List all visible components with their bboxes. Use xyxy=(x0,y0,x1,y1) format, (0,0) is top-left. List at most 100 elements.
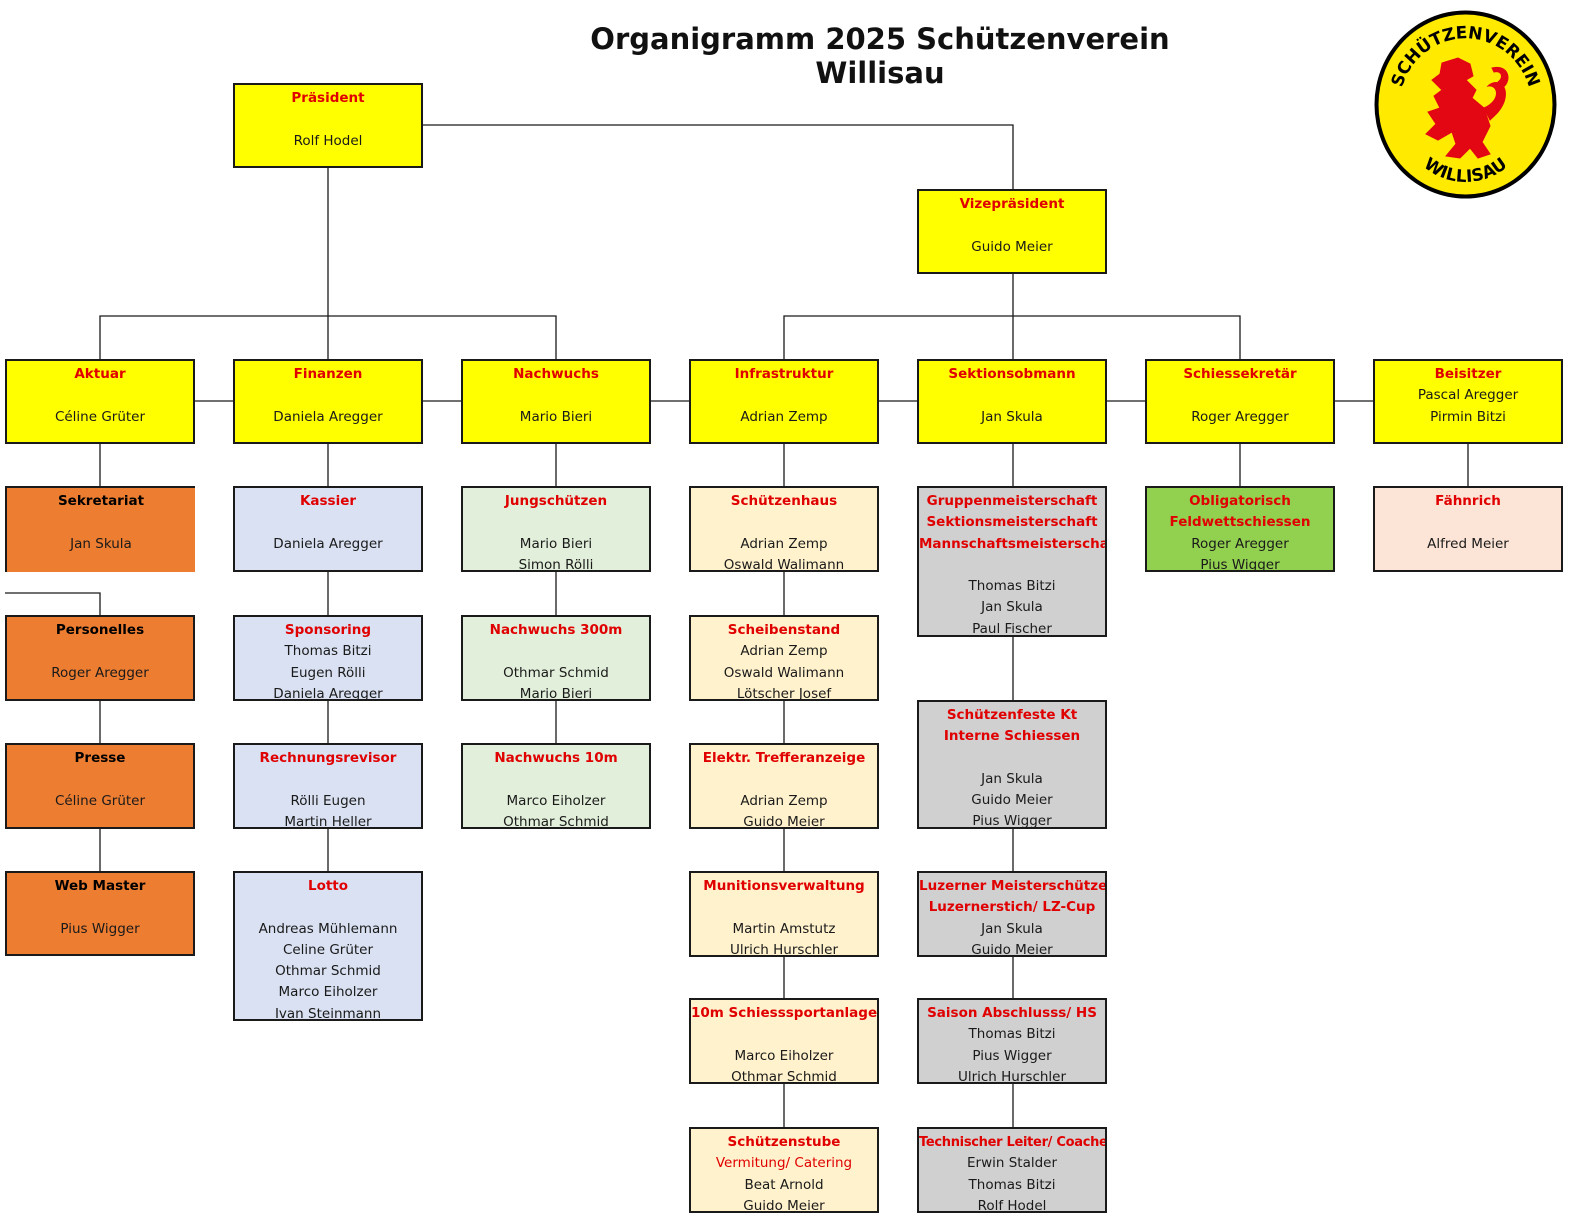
person-name: Guido Meier xyxy=(971,941,1053,957)
person-name: Rolf Hodel xyxy=(293,132,363,149)
role-title: Sponsoring xyxy=(284,622,372,638)
person-name: Guido Meier xyxy=(971,238,1053,255)
role-title: Fähnrich xyxy=(1435,493,1501,509)
box-schiessekretaer: Schiessekretär Roger Aregger xyxy=(1145,359,1335,444)
person-name: Ulrich Hurschler xyxy=(957,1068,1067,1084)
box-sekretariat: Sekretariat Jan Skula xyxy=(5,486,195,572)
person-name: Daniela Aregger xyxy=(273,685,383,701)
person-name: Alfred Meier xyxy=(1427,535,1509,552)
person-name: Othmar Schmid xyxy=(503,664,609,681)
box-munitionsverwaltung: Munitionsverwaltung Martin Amstutz Ulric… xyxy=(689,871,879,957)
person-name: Marco Eiholzer xyxy=(506,792,606,809)
role-title: Luzerner Meisterschütze xyxy=(919,878,1107,894)
role-title: Presse xyxy=(74,750,126,766)
box-meisterschaften: Gruppenmeisterschaft Sektionsmeisterscha… xyxy=(917,486,1107,637)
role-title: Luzernerstich/ LZ-Cup xyxy=(928,899,1096,916)
role-title: Aktuar xyxy=(74,366,126,382)
person-name: Pascal Aregger xyxy=(1417,387,1519,404)
person-name: Daniela Aregger xyxy=(273,408,383,425)
role-title: Präsident xyxy=(291,90,365,106)
role-title: Feldwettschiessen xyxy=(1169,514,1311,531)
role-title: Schützenhaus xyxy=(730,493,838,509)
person-name: Rolf Hodel xyxy=(977,1197,1047,1213)
person-name: Guido Meier xyxy=(971,792,1053,809)
person-name: Eugen Rölli xyxy=(290,664,366,681)
box-elektr-trefferanzeige: Elektr. Trefferanzeige Adrian Zemp Guido… xyxy=(689,743,879,829)
person-name: Pius Wigger xyxy=(1200,556,1280,572)
person-name: Pius Wigger xyxy=(972,1047,1052,1064)
role-subtitle: Vermitung/ Catering xyxy=(715,1155,853,1172)
box-beisitzer: Beisitzer Pascal Aregger Pirmin Bitzi xyxy=(1373,359,1563,444)
role-title: 10m Schiesssportanlage xyxy=(691,1005,878,1021)
person-name: Beat Arnold xyxy=(744,1176,824,1193)
role-title: Rechnungsrevisor xyxy=(259,750,397,766)
box-sektionsobmann: Sektionsobmann Jan Skula xyxy=(917,359,1107,444)
box-schuetzenstube: Schützenstube Vermitung/ Catering Beat A… xyxy=(689,1127,879,1213)
person-name: Rölli Eugen xyxy=(290,792,366,809)
box-scheibenstand: Scheibenstand Adrian Zemp Oswald Waliman… xyxy=(689,615,879,701)
person-name: Adrian Zemp xyxy=(740,643,828,660)
box-luzerner-meisterschuetze: Luzerner Meisterschütze Luzernerstich/ L… xyxy=(917,871,1107,957)
person-name: Mario Bieri xyxy=(519,685,593,701)
role-title: Mannschaftsmeisterschaft xyxy=(919,535,1107,552)
person-name: Erwin Stalder xyxy=(966,1155,1058,1172)
person-name: Simon Rölli xyxy=(518,556,594,572)
box-infrastruktur: Infrastruktur Adrian Zemp xyxy=(689,359,879,444)
role-title: Nachwuchs 300m xyxy=(489,622,623,638)
person-name: Marco Eiholzer xyxy=(734,1047,834,1064)
person-name: Guido Meier xyxy=(743,1197,825,1213)
lion-icon xyxy=(1425,57,1509,159)
person-name: Oswald Walimann xyxy=(723,664,845,681)
person-name: Guido Meier xyxy=(743,813,825,829)
person-name: Lötscher Josef xyxy=(736,685,832,701)
connector-praesident-branch xyxy=(99,315,557,359)
person-name: Mario Bieri xyxy=(519,535,593,552)
role-title: Kassier xyxy=(299,493,357,509)
role-title: Saison Abschlusss/ HS xyxy=(927,1005,1097,1021)
box-faehnrich: Fähnrich Alfred Meier xyxy=(1373,486,1563,572)
box-nachwuchs-10m: Nachwuchs 10m Marco Eiholzer Othmar Schm… xyxy=(461,743,651,829)
person-name: Othmar Schmid xyxy=(731,1068,837,1084)
role-title: Sektionsmeisterschaft xyxy=(926,514,1098,531)
person-name: Thomas Bitzi xyxy=(968,1176,1056,1193)
box-aktuar: Aktuar Céline Grüter xyxy=(5,359,195,444)
role-title: Personelles xyxy=(55,622,145,638)
person-name: Daniela Aregger xyxy=(273,535,383,552)
box-lotto: Lotto Andreas Mühlemann Celine Grüter Ot… xyxy=(233,871,423,1021)
role-title: Scheibenstand xyxy=(727,622,841,638)
box-kassier: Kassier Daniela Aregger xyxy=(233,486,423,572)
person-name: Mario Bieri xyxy=(519,408,593,425)
box-obligatorisch: Obligatorisch Feldwettschiessen Roger Ar… xyxy=(1145,486,1335,572)
person-name: Pius Wigger xyxy=(972,813,1052,829)
box-presse: Presse Céline Grüter xyxy=(5,743,195,829)
person-name: Martin Amstutz xyxy=(732,920,836,937)
person-name: Jan Skula xyxy=(981,408,1043,425)
role-title: Interne Schiessen xyxy=(943,728,1081,745)
person-name: Adrian Zemp xyxy=(740,408,828,425)
person-name: Adrian Zemp xyxy=(740,792,828,809)
person-name: Pius Wigger xyxy=(60,920,140,937)
role-title: Sekretariat xyxy=(57,493,145,509)
role-title: Technischer Leiter/ Coaches xyxy=(919,1135,1107,1150)
box-personelles: Personelles Roger Aregger xyxy=(5,615,195,701)
role-title: Obligatorisch xyxy=(1189,493,1291,509)
box-sponsoring: Sponsoring Thomas Bitzi Eugen Rölli Dani… xyxy=(233,615,423,701)
connector-vize-branch xyxy=(783,315,1241,359)
box-jungschuetzen: Jungschützen Mario Bieri Simon Rölli xyxy=(461,486,651,572)
person-name: Céline Grüter xyxy=(54,792,146,809)
role-title: Munitionsverwaltung xyxy=(703,878,865,894)
role-title: Infrastruktur xyxy=(734,366,834,382)
person-name: Marco Eiholzer xyxy=(278,984,378,1001)
box-vizepraesident: Vizepräsident Guido Meier xyxy=(917,189,1107,274)
person-name: Othmar Schmid xyxy=(275,963,381,980)
box-schuetzenfeste: Schützenfeste Kt Interne Schiessen Jan S… xyxy=(917,700,1107,829)
role-title: Jungschützen xyxy=(504,493,608,509)
person-name: Roger Aregger xyxy=(1191,408,1289,425)
role-title: Gruppenmeisterschaft xyxy=(926,493,1098,509)
box-10m-schiesssportanlage: 10m Schiesssportanlage Marco Eiholzer Ot… xyxy=(689,998,879,1084)
box-webmaster: Web Master Pius Wigger xyxy=(5,871,195,956)
box-schuetzenhaus: Schützenhaus Adrian Zemp Oswald Walimann xyxy=(689,486,879,572)
person-name: Pirmin Bitzi xyxy=(1430,408,1506,425)
person-name: Ulrich Hurschler xyxy=(729,941,839,957)
